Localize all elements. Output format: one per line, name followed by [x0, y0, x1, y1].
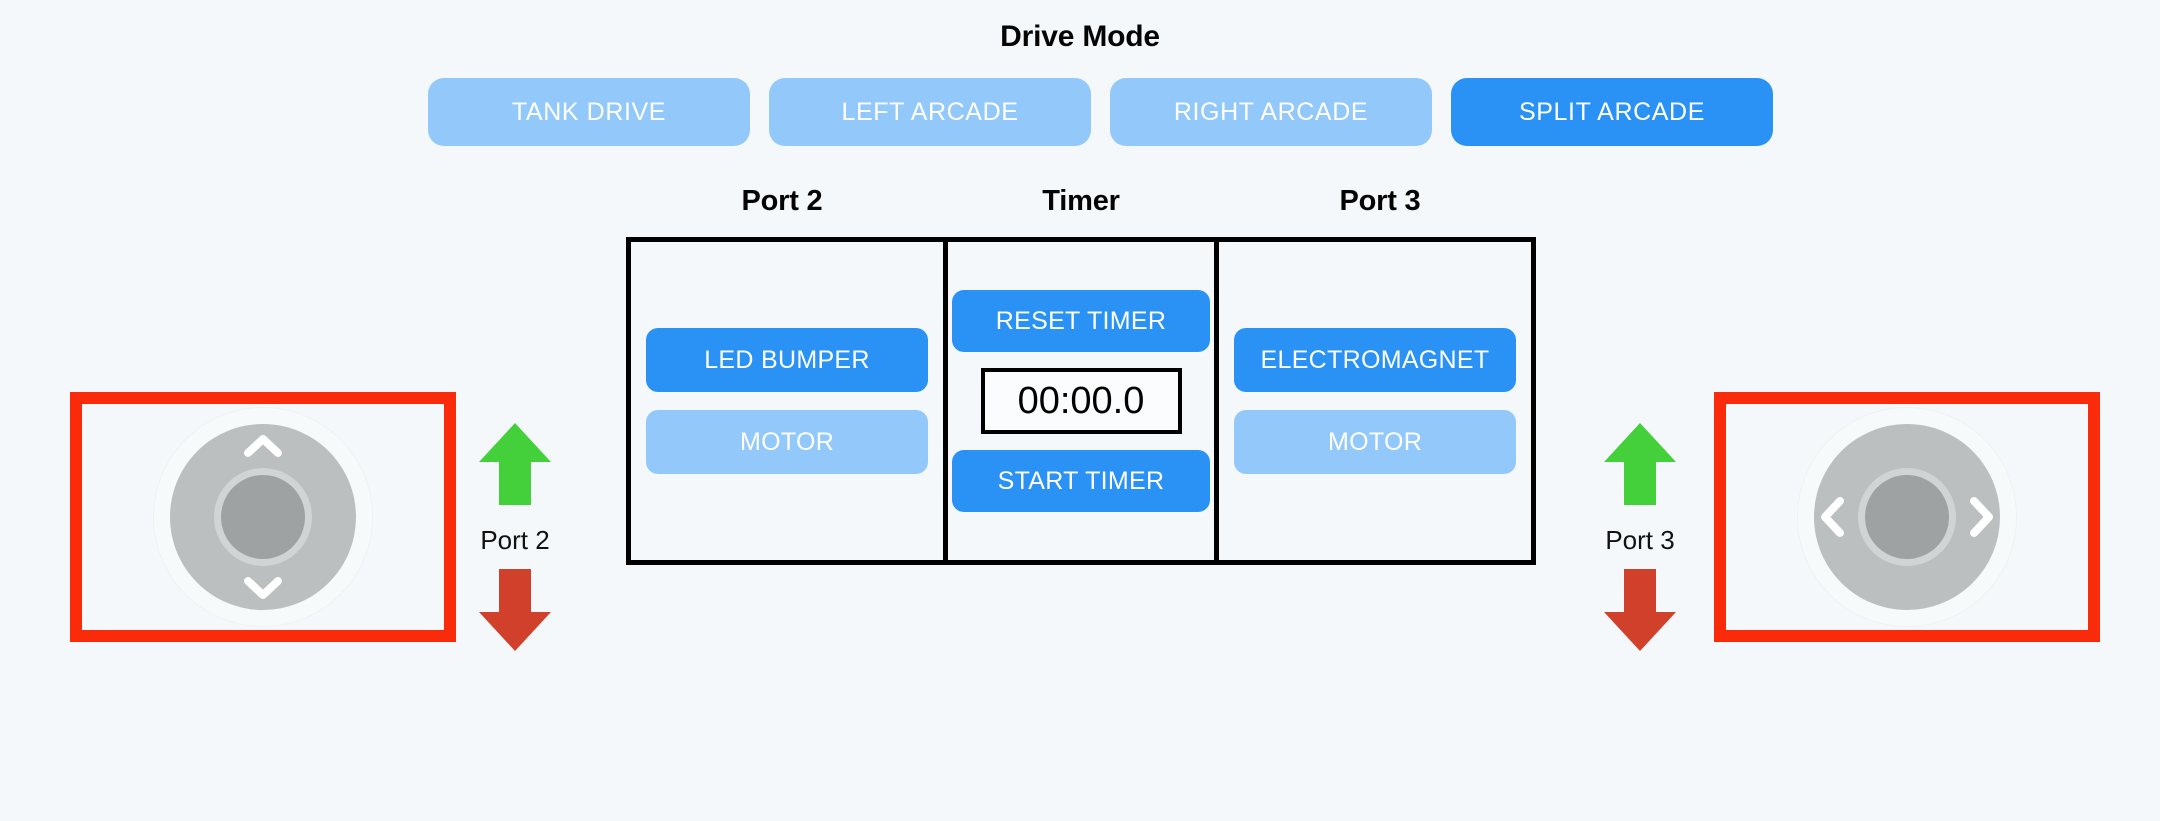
- right-joystick-container[interactable]: [1714, 392, 2100, 642]
- port2-motor-label: MOTOR: [739, 427, 835, 456]
- header-timer: Timer: [1042, 185, 1120, 217]
- panel-column-port-2: LED BUMPER MOTOR: [631, 242, 943, 560]
- center-control-panel: LED BUMPER MOTOR RESET TIMER 00:00.0 STA…: [626, 237, 1536, 565]
- right-joystick-knob[interactable]: [1865, 475, 1949, 559]
- arrow-down-icon[interactable]: [476, 566, 554, 659]
- arrow-up-icon[interactable]: [476, 420, 554, 513]
- reset-timer-label: RESET TIMER: [995, 306, 1167, 335]
- right-joystick-outer-ring[interactable]: [1797, 407, 2017, 627]
- port-2-arrow-controls: Port 2: [450, 420, 580, 659]
- start-timer-label: START TIMER: [997, 466, 1165, 495]
- port3-motor-label: MOTOR: [1327, 427, 1423, 456]
- header-port-3: Port 3: [1339, 185, 1421, 217]
- drive-mode-split-arcade-label: SPLIT ARCADE: [1519, 97, 1705, 126]
- chevron-down-icon: [241, 564, 285, 608]
- start-timer-button[interactable]: START TIMER: [952, 450, 1210, 512]
- arrow-down-icon[interactable]: [1601, 566, 1679, 659]
- drive-mode-tank-drive-label: TANK DRIVE: [511, 97, 667, 126]
- port-3-arrow-label: Port 3: [1605, 525, 1675, 555]
- chevron-up-icon: [241, 426, 285, 470]
- panel-column-timer: RESET TIMER 00:00.0 START TIMER: [943, 242, 1219, 560]
- panel-column-port-3: ELECTROMAGNET MOTOR: [1219, 242, 1531, 560]
- drive-mode-button-group: TANK DRIVE LEFT ARCADE RIGHT ARCADE SPLI…: [428, 78, 1773, 146]
- port2-led-bumper-button[interactable]: LED BUMPER: [646, 328, 928, 392]
- header-port-2: Port 2: [741, 185, 823, 217]
- drive-mode-left-arcade[interactable]: LEFT ARCADE: [769, 78, 1091, 146]
- reset-timer-button[interactable]: RESET TIMER: [952, 290, 1210, 352]
- drive-mode-right-arcade[interactable]: RIGHT ARCADE: [1110, 78, 1432, 146]
- port3-electromagnet-button[interactable]: ELECTROMAGNET: [1234, 328, 1516, 392]
- left-joystick-outer-ring[interactable]: [153, 407, 373, 627]
- port-3-arrow-controls: Port 3: [1575, 420, 1705, 659]
- port-2-arrow-label: Port 2: [480, 525, 550, 555]
- chevron-right-icon: [1958, 495, 2002, 539]
- drive-mode-right-arcade-label: RIGHT ARCADE: [1173, 97, 1369, 126]
- timer-display: 00:00.0: [980, 368, 1182, 434]
- port3-motor-button[interactable]: MOTOR: [1234, 410, 1516, 474]
- drive-mode-title: Drive Mode: [1000, 20, 1160, 53]
- port3-electromagnet-label: ELECTROMAGNET: [1260, 345, 1490, 374]
- arrow-up-icon[interactable]: [1601, 420, 1679, 513]
- port2-led-bumper-label: LED BUMPER: [704, 345, 870, 374]
- left-joystick-container[interactable]: [70, 392, 456, 642]
- left-joystick-knob[interactable]: [221, 475, 305, 559]
- center-panel-headers: Port 2 Timer Port 3: [626, 185, 1536, 218]
- drive-mode-left-arcade-label: LEFT ARCADE: [841, 97, 1019, 126]
- drive-mode-tank-drive[interactable]: TANK DRIVE: [428, 78, 750, 146]
- chevron-left-icon: [1812, 495, 1856, 539]
- port2-motor-button[interactable]: MOTOR: [646, 410, 928, 474]
- drive-mode-split-arcade[interactable]: SPLIT ARCADE: [1451, 78, 1773, 146]
